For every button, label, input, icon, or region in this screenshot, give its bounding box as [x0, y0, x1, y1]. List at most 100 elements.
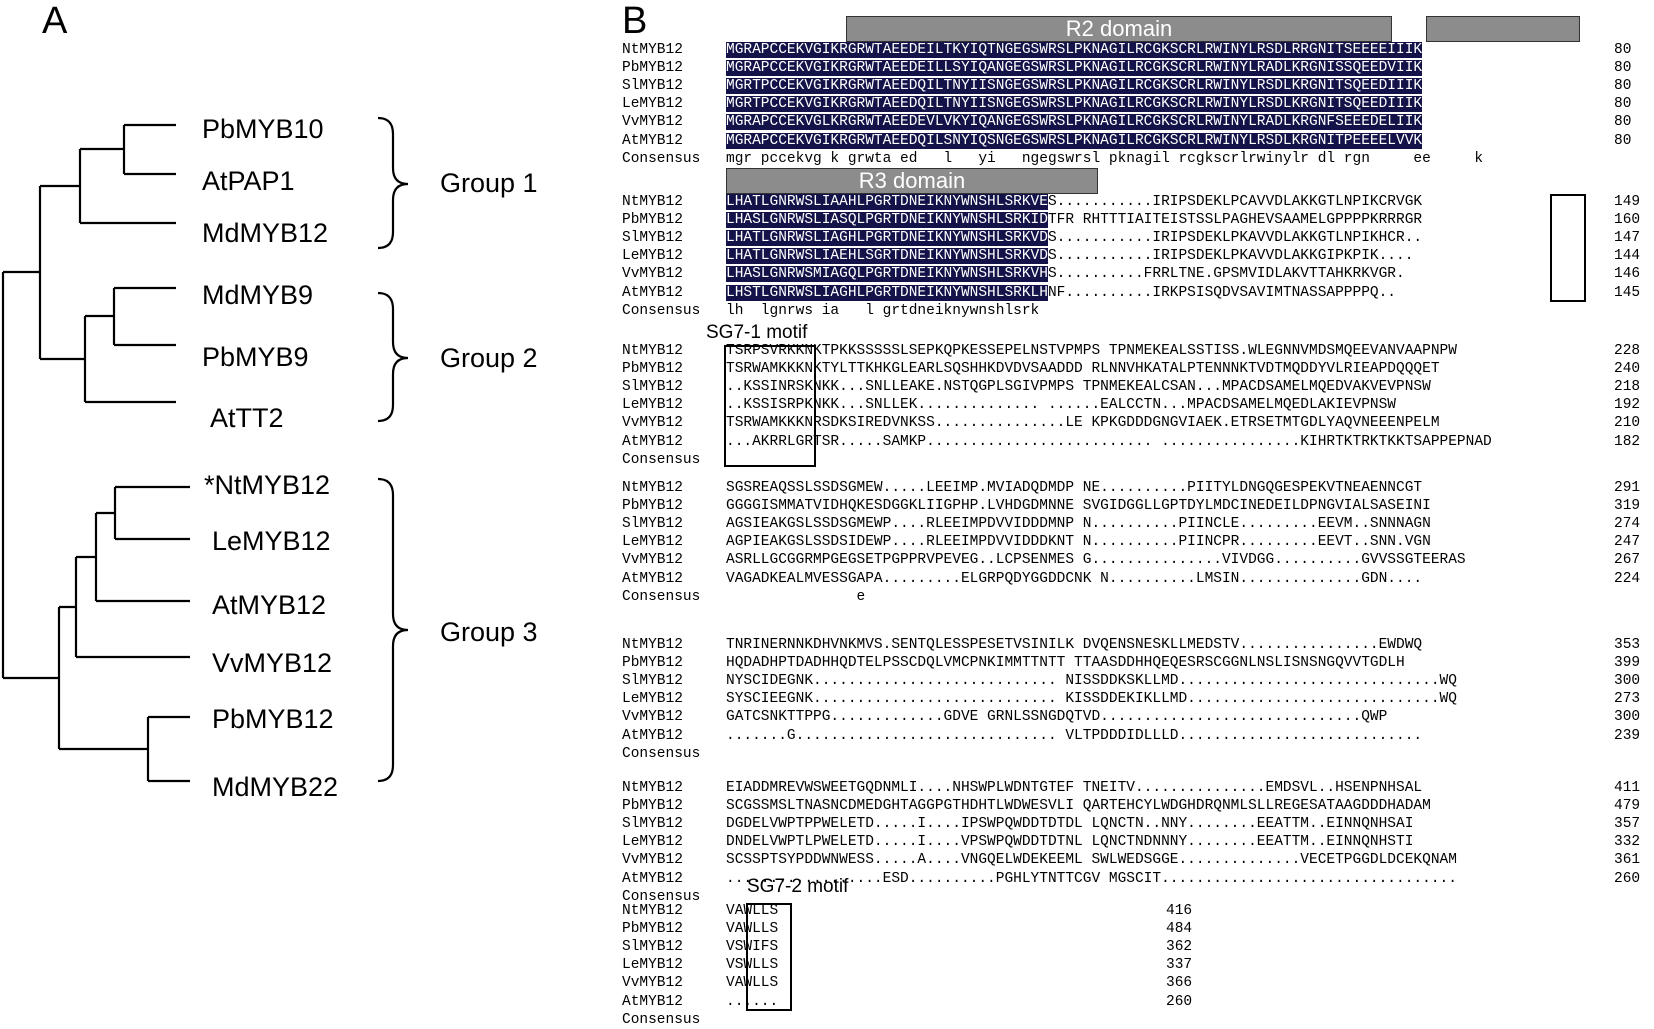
sequence-name: LeMYB12 — [622, 534, 683, 551]
sequence-row: TSRPSVRKKNKTPKKSSSSSLSEPKQPKESSEPELNSTVP… — [726, 343, 1457, 359]
sequence-row: ASRLLGCGGRMPGEGSETPGPPRVPEVEG..LCPSENMES… — [726, 552, 1466, 569]
consensus-row: e — [726, 588, 866, 605]
sequence-row: SCSSPTSYPDDWNWESS.....A....VNGQELWDEKEEM… — [726, 852, 1457, 869]
sequence-name: NtMYB12 — [622, 194, 683, 210]
sequence-name: SlMYB12 — [622, 816, 683, 833]
sequence-end-position: 416 — [1166, 903, 1193, 919]
tree-leaf: PbMYB9 — [202, 342, 309, 372]
sequence-name: AtMYB12 — [622, 993, 683, 1010]
sequence-row: NYSCIDEGNK............................ N… — [726, 673, 1457, 690]
sequence-end-position: 267 — [1614, 552, 1641, 569]
sequence-row: LHSTLGNRWSLIAGHLPGRTDNEIKNYWNSHLSRKLHNF.… — [726, 284, 1397, 301]
sequence-end-position: 357 — [1614, 816, 1641, 833]
sequence-end-position: 80 — [1614, 114, 1632, 131]
motif-box-block2 — [1550, 194, 1586, 302]
sequence-row: SYSCIEEGNK............................ K… — [726, 691, 1457, 708]
sequence-name: PbMYB12 — [622, 655, 683, 672]
sequence-row: SCGSSMSLTNASNCDMEDGHTAGGPGTHDHTLWDWESVLI… — [726, 798, 1431, 815]
sequence-name: SlMYB12 — [622, 516, 683, 533]
consensus-row: lh lgnrws ia l grtdneiknywnshlsrk — [726, 302, 1040, 319]
group-label: Group 3 — [440, 617, 538, 647]
sequence-row: VAWLLS — [726, 921, 779, 938]
sequence-row: AGPIEAKGSLSSDSIDEWP....RLEEIMPDVVIDDDKNT… — [726, 534, 1431, 551]
sequence-name: SlMYB12 — [622, 230, 683, 247]
sequence-name: LeMYB12 — [622, 248, 683, 265]
sequence-row: EIADDMREVWSWEETGQDNMLI....NHSWPLWDNTGTEF… — [726, 780, 1423, 796]
panel-a-letter: A — [42, 0, 68, 42]
sequence-end-position: 300 — [1614, 709, 1641, 726]
sequence-row: ...AKRRLGRTSR.....SAMKP.................… — [726, 433, 1492, 450]
tree-leaf: MdMYB9 — [202, 280, 314, 310]
sequence-name: SlMYB12 — [622, 379, 683, 396]
sequence-row: MGRAPCCEKVGIKRGRWTAEEDQILSNYIQSNGEGSWRSL… — [726, 132, 1423, 149]
tree-leaf: VvMYB12 — [212, 648, 333, 678]
sequence-end-position: 80 — [1614, 42, 1632, 58]
sequence-end-position: 273 — [1614, 691, 1641, 708]
sequence-end-position: 260 — [1614, 870, 1641, 887]
sequence-end-position: 274 — [1614, 516, 1641, 533]
sequence-row: VAWLLS — [726, 975, 779, 992]
sg7-2-motif-label: SG7-2 motif — [747, 876, 849, 897]
sequence-end-position: 411 — [1614, 780, 1641, 796]
tree-leaf: AtTT2 — [210, 403, 284, 433]
consensus-row: mgr pccekvg k grwta ed l yi ngegswrsl pk… — [726, 150, 1484, 167]
group-label: Group 1 — [440, 168, 538, 198]
sequence-name: LeMYB12 — [622, 96, 683, 113]
sequence-row: LHATLGNRWSLIAGHLPGRTDNEIKNYWNSHLSRKVDS..… — [726, 230, 1423, 247]
sequence-name: AtMYB12 — [622, 727, 683, 744]
sequence-end-position: 366 — [1166, 975, 1193, 992]
sequence-end-position: 484 — [1166, 921, 1193, 938]
tree-leaf: LeMYB12 — [212, 526, 331, 556]
sequence-end-position: 80 — [1614, 78, 1632, 95]
tree-leaf: MdMYB12 — [202, 218, 329, 248]
sequence-name: NtMYB12 — [622, 343, 683, 359]
sequence-name: AtMYB12 — [622, 570, 683, 587]
sequence-row: VAWLLS — [726, 903, 779, 919]
sequence-name: SlMYB12 — [622, 939, 683, 956]
sequence-row: TSRWAMKKKNKTYLTTKHKGLEARLSQSHHKDVDVSAADD… — [726, 361, 1440, 378]
sequence-row: GATCSNKTTPPG.............GDVE GRNLSSNGDQ… — [726, 709, 1388, 726]
sequence-name: VvMYB12 — [622, 975, 683, 992]
r3-domain-bar: R3 domain — [726, 168, 1098, 194]
sequence-name: LeMYB12 — [622, 957, 683, 974]
sequence-name: NtMYB12 — [622, 903, 683, 919]
tree-leaf: AtPAP1 — [202, 166, 295, 196]
sequence-row: TNRINERNNKDHVNKMVS.SENTQLESSPESETVSINILK… — [726, 637, 1423, 653]
sequence-end-position: 240 — [1614, 361, 1641, 378]
panel-b-letter: B — [622, 0, 648, 42]
sequence-name: PbMYB12 — [622, 361, 683, 378]
sequence-end-position: 319 — [1614, 498, 1641, 515]
sequence-row: GGGGISMMATVIDHQKESDGGKLIIGPHP.LVHDGDMNNE… — [726, 498, 1431, 515]
sequence-name: AtMYB12 — [622, 433, 683, 450]
sequence-row: ..................ESD..........PGHLYTNTT… — [726, 870, 1457, 887]
sequence-end-position: 361 — [1614, 852, 1641, 869]
sequence-name: PbMYB12 — [622, 498, 683, 515]
sequence-name: PbMYB12 — [622, 212, 683, 229]
sequence-name: AtMYB12 — [622, 284, 683, 301]
sequence-end-position: 479 — [1614, 798, 1641, 815]
sequence-end-position: 332 — [1614, 834, 1641, 851]
sequence-end-position: 224 — [1614, 570, 1641, 587]
sequence-row: MGRTPCCEKVGIKRGRWTAEEDQILTNYIISNGEGSWRSL… — [726, 78, 1423, 95]
sequence-name: VvMYB12 — [622, 266, 683, 283]
sequence-end-position: 144 — [1614, 248, 1641, 265]
sequence-end-position: 80 — [1614, 60, 1632, 77]
sequence-row: LHATLGNRWSLIAEHLSGRTDNEIKNYWNSHLSRKVDS..… — [726, 248, 1414, 265]
consensus-label: Consensus — [622, 302, 701, 319]
r2-domain-bar: R2 domain — [846, 16, 1392, 42]
sg7-2-motif-box — [746, 903, 792, 1011]
sequence-end-position: 145 — [1614, 284, 1641, 301]
sequence-row: ...... — [726, 993, 779, 1010]
sequence-name: VvMYB12 — [622, 852, 683, 869]
sequence-row: MGRAPCCEKVGIKRGRWTAEEDEILLSYIQANGEGSWRSL… — [726, 60, 1423, 77]
sequence-name: LeMYB12 — [622, 397, 683, 414]
sequence-row: MGRAPCCEKVGIKRGRWTAEEDEILTKYIQTNGEGSWRSL… — [726, 42, 1423, 58]
tree-leaf: MdMYB22 — [212, 772, 339, 802]
sequence-name: NtMYB12 — [622, 42, 683, 58]
sequence-name: VvMYB12 — [622, 709, 683, 726]
sequence-name: LeMYB12 — [622, 691, 683, 708]
sequence-row: LHATLGNRWSLIAAHLPGRTDNEIKNYWNSHLSRKVES..… — [726, 194, 1423, 210]
sequence-end-position: 353 — [1614, 637, 1641, 653]
sequence-end-position: 260 — [1166, 993, 1193, 1010]
